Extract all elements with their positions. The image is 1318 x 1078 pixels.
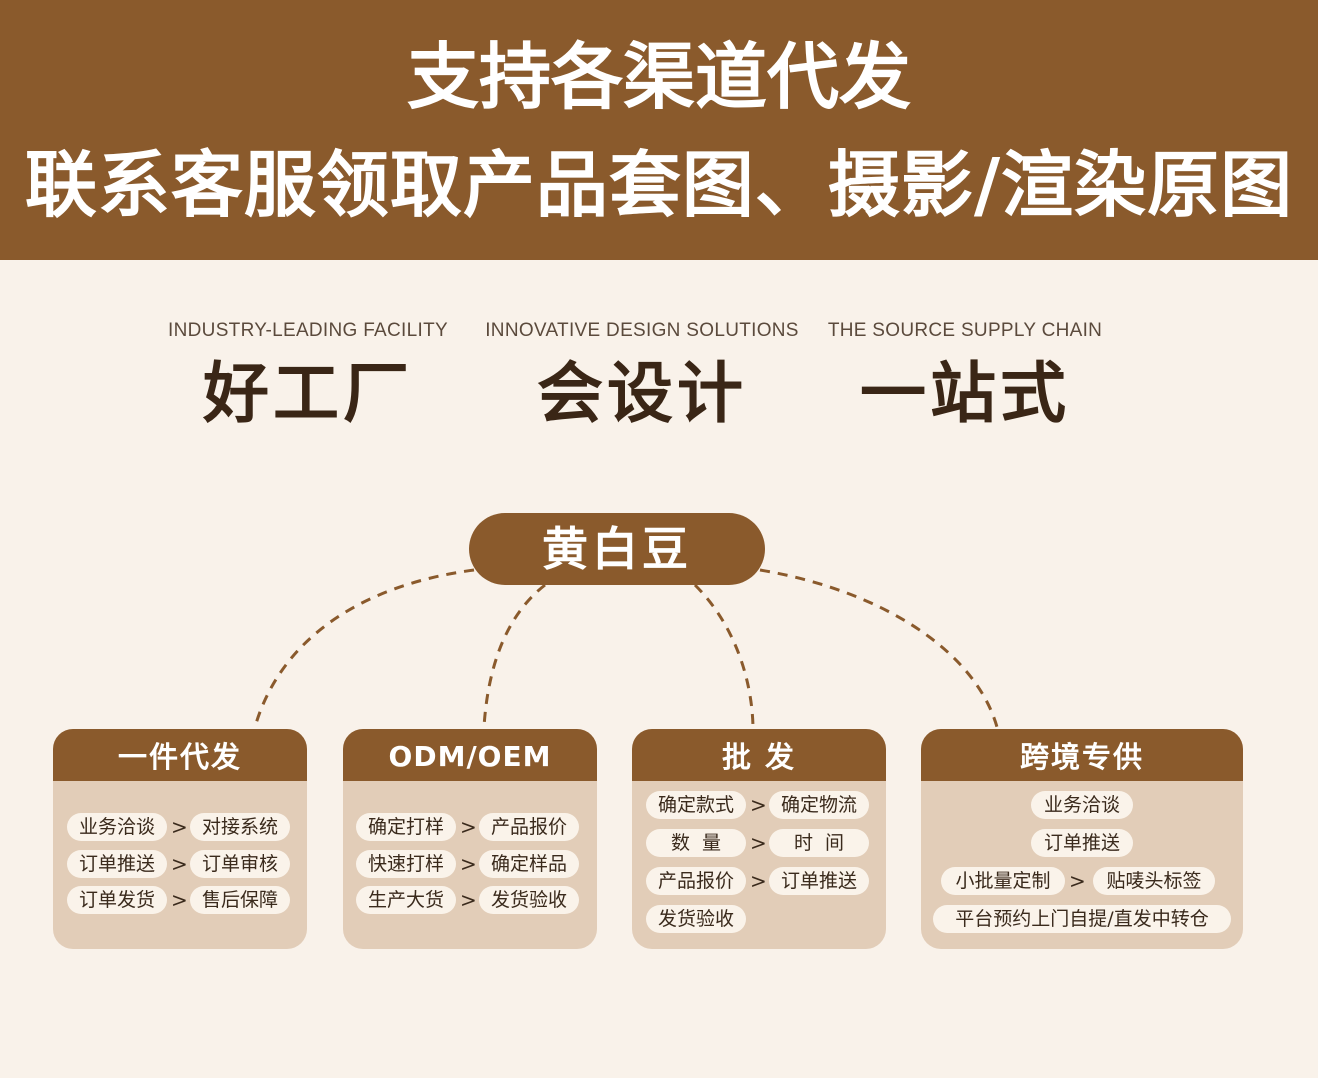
banner-subtitle: 联系客服领取产品套图、摄影/渲染原图 (24, 143, 1294, 227)
connector-line-4 (759, 568, 999, 728)
step-pill: 平台预约上门自提/直发中转仓 (933, 905, 1231, 933)
top-banner: 支持各渠道代发 联系客服领取产品套图、摄影/渲染原图 (0, 0, 1318, 260)
step-pill: 生产大货 (356, 886, 456, 914)
step-pill: 时 间 (769, 829, 869, 857)
step-pill: 数 量 (646, 829, 746, 857)
step-pill: 发货验收 (479, 886, 579, 914)
feature-facility: INDUSTRY-LEADING FACILITY 好工厂 (138, 318, 478, 434)
card-cross-border-title: 跨境专供 (921, 729, 1243, 781)
card-dropshipping-title: 一件代发 (53, 729, 307, 781)
arrow-icon: > (171, 888, 188, 912)
banner-title: 支持各渠道代发 (406, 35, 911, 119)
step-pill: 快速打样 (356, 850, 456, 878)
card-dropshipping: 一件代发 业务洽谈 > 对接系统 订单推送 > 订单审核 订单发货 > 售后保障 (53, 729, 307, 949)
card-cross-border: 跨境专供 业务洽谈 订单推送 小批量定制 > 贴唛头标签 平台预约上门自提/直发… (921, 729, 1243, 949)
step-pill: 产品报价 (646, 867, 746, 895)
arrow-icon: > (171, 815, 188, 839)
step-pill: 小批量定制 (941, 867, 1065, 895)
feature-supply-chain-cn: 一站式 (860, 355, 1070, 432)
arrow-icon: > (750, 869, 767, 893)
arrow-icon: > (460, 888, 477, 912)
feature-supply-chain: THE SOURCE SUPPLY CHAIN 一站式 (795, 318, 1135, 434)
step-pill: 订单推送 (1031, 829, 1133, 857)
feature-design-cn: 会设计 (537, 355, 747, 432)
arrow-icon: > (460, 852, 477, 876)
brand-hub: 黄白豆 (469, 513, 765, 585)
feature-design-en: INNOVATIVE DESIGN SOLUTIONS (485, 320, 799, 341)
connector-line-1 (253, 568, 475, 728)
step-pill: 订单推送 (67, 850, 167, 878)
arrow-icon: > (750, 831, 767, 855)
step-pill: 售后保障 (190, 886, 290, 914)
step-pill: 确定款式 (646, 791, 746, 819)
step-pill: 订单发货 (67, 886, 167, 914)
step-pill: 发货验收 (646, 905, 746, 933)
arrow-icon: > (171, 852, 188, 876)
step-pill: 产品报价 (479, 813, 579, 841)
card-odm-oem-title: ODM/OEM (343, 729, 597, 781)
step-pill: 贴唛头标签 (1093, 867, 1215, 895)
card-wholesale: 批 发 确定款式 > 确定物流 数 量 > 时 间 产品报价 > 订单推送 发货… (632, 729, 886, 949)
arrow-icon: > (750, 793, 767, 817)
feature-design: INNOVATIVE DESIGN SOLUTIONS 会设计 (472, 318, 812, 434)
feature-facility-cn: 好工厂 (203, 355, 413, 432)
step-pill: 确定样品 (479, 850, 579, 878)
arrow-icon: > (460, 815, 477, 839)
feature-supply-chain-en: THE SOURCE SUPPLY CHAIN (827, 320, 1103, 341)
step-pill: 订单审核 (190, 850, 290, 878)
card-wholesale-title: 批 发 (632, 729, 886, 781)
step-pill: 业务洽谈 (67, 813, 167, 841)
step-pill: 订单推送 (769, 867, 869, 895)
connector-line-2 (482, 583, 546, 728)
feature-facility-en: INDUSTRY-LEADING FACILITY (168, 320, 448, 341)
step-pill: 确定打样 (356, 813, 456, 841)
step-pill: 业务洽谈 (1031, 791, 1133, 819)
step-pill: 确定物流 (769, 791, 869, 819)
arrow-icon: > (1069, 869, 1086, 893)
step-pill: 对接系统 (190, 813, 290, 841)
card-odm-oem: ODM/OEM 确定打样 > 产品报价 快速打样 > 确定样品 生产大货 > 发… (343, 729, 597, 949)
connector-line-3 (693, 583, 755, 728)
